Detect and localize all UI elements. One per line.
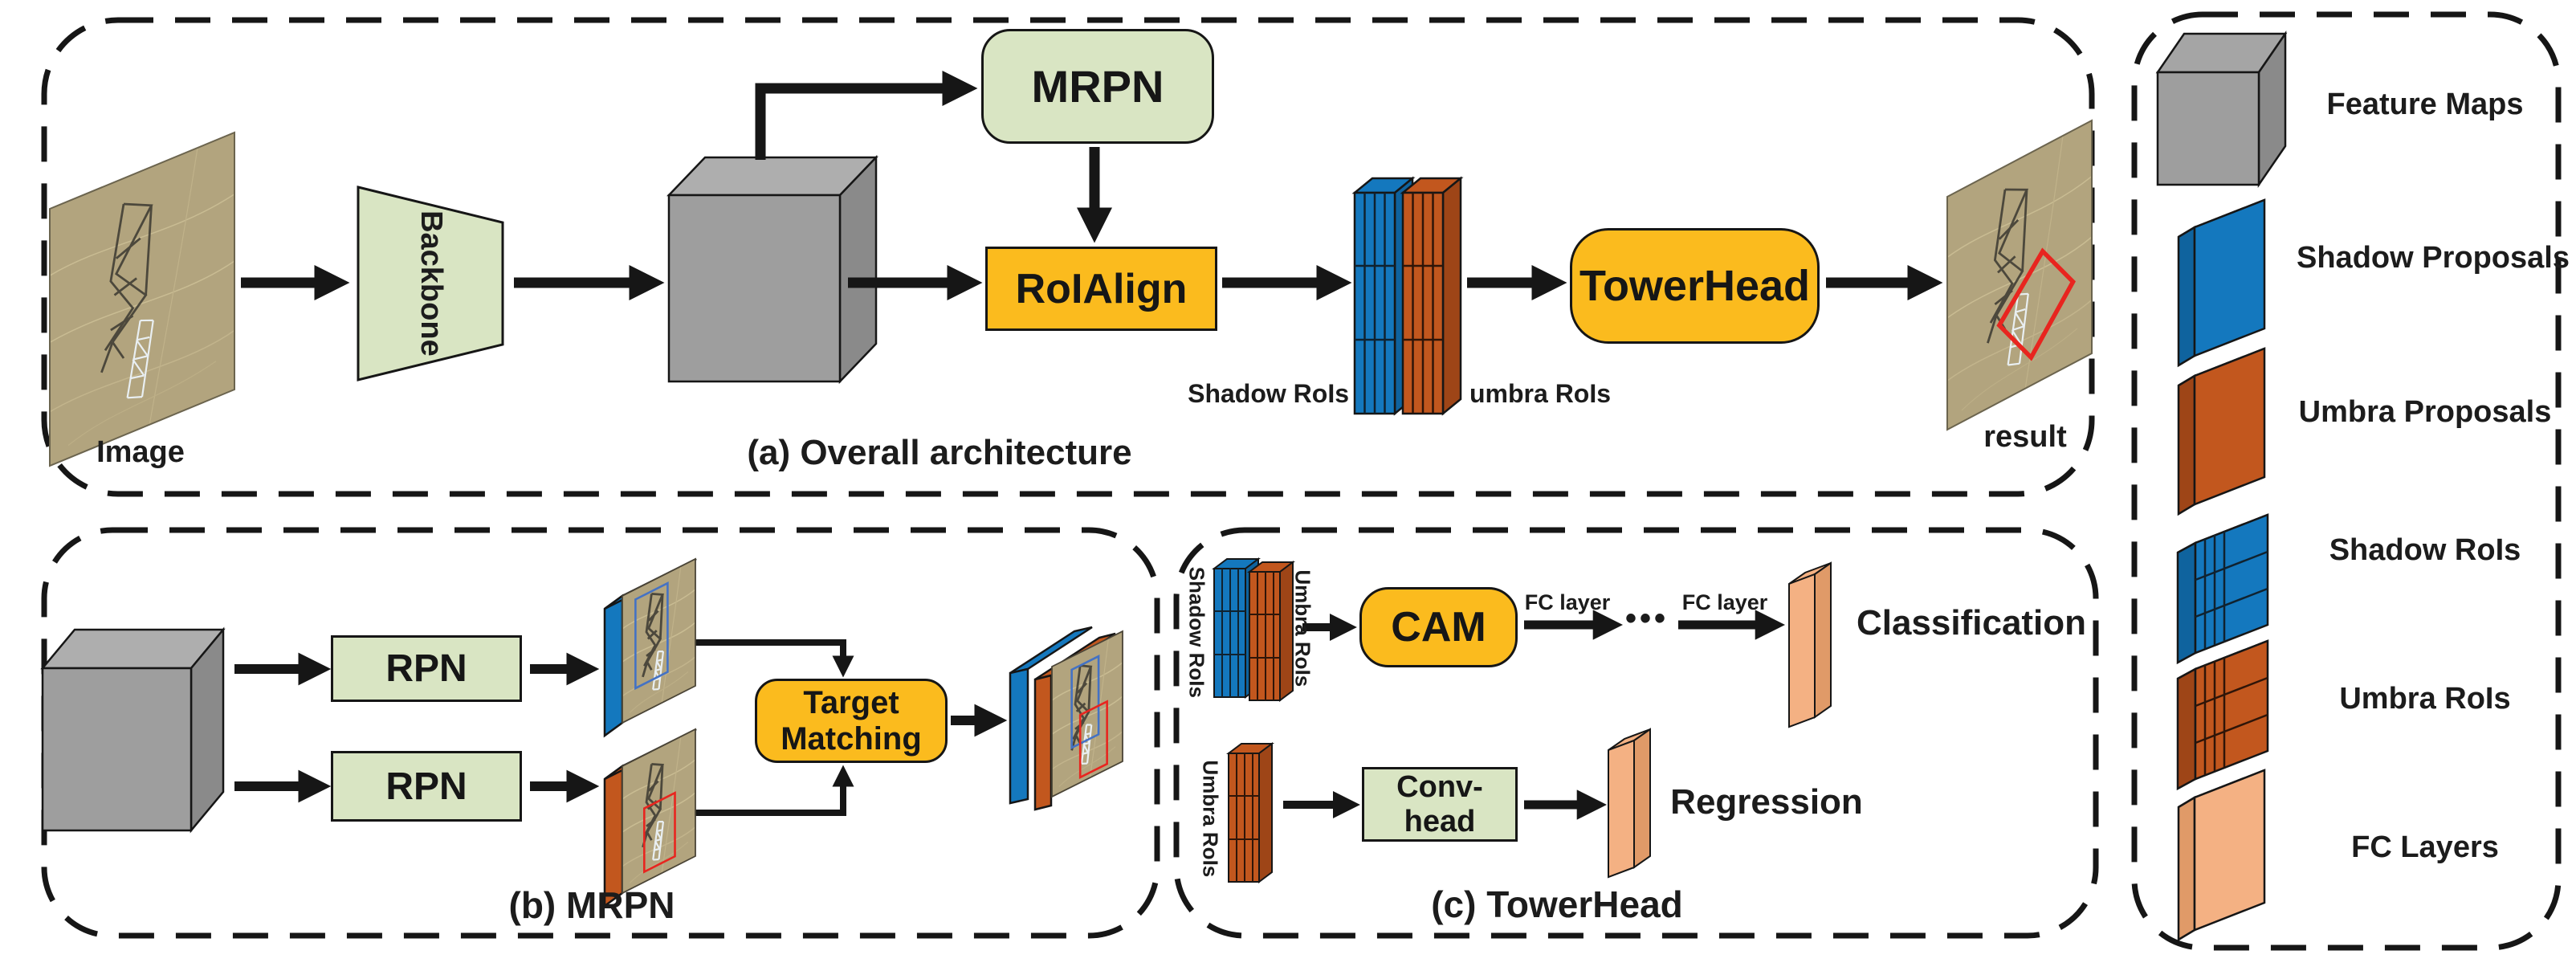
cam-box: CAM [1359,587,1518,667]
umbra-proposal-red-box [644,793,675,871]
umbra-rois-slab-c [1247,561,1295,702]
rpn-top-box: RPN [331,635,522,702]
fc-slab-classification [1788,561,1832,728]
legend-border [2131,11,2562,951]
towerhead-box: TowerHead [1570,228,1820,344]
fc-ellipsis: ••• [1624,601,1669,636]
input-image-outline [49,131,235,467]
fc-slab-regression [1608,728,1651,879]
legend-label-shadow-rois: Shadow RoIs [2329,533,2521,567]
result-image [1947,120,2092,430]
legend-umbra-rois-icon [2176,639,2269,791]
panel-c-arrows [1283,610,1786,820]
legend-label-fc-layers: FC Layers [2351,830,2499,864]
fc-layer-left-label: FC layer [1524,590,1611,614]
arrow-cube-to-mrpn [755,70,978,160]
umbra-rois-label-a: umbra RoIs [1469,379,1612,408]
umbra-proposal-image [603,729,696,908]
conv-head-box: Conv-head [1362,767,1518,842]
backbone-trapezoid [357,186,504,381]
fc-layer-right-label: FC layer [1681,590,1768,614]
roialign-label: RoIAlign [1015,265,1188,312]
panel-b-elbow-arrows [695,639,854,816]
cam-label: CAM [1391,604,1486,651]
rpn-bottom-box: RPN [331,751,522,822]
elbow-shadow-to-tm [695,639,854,678]
legend-shadow-proposals-icon [2177,198,2266,368]
panel-c-caption: (c) TowerHead [1431,883,1683,925]
umbra-rois-vertical-label: Umbra RoIs [1290,569,1315,687]
panel-b-arrows [234,652,1008,803]
panel-b-border [41,527,1160,939]
shadow-proposal-image [603,559,696,738]
towerhead-label: TowerHead [1579,262,1811,310]
input-image-label: Image [96,435,185,469]
legend-label-shadow-proposals: Shadow Proposals [2297,241,2570,275]
legend-feature-maps-icon [2155,30,2288,189]
shadow-proposal-blue-box [635,583,667,688]
target-matching-label: Target Matching [781,684,922,757]
panel-b-caption: (b) MRPN [508,884,675,926]
merged-blue-box [1072,656,1098,748]
roialign-box: RoIAlign [985,247,1217,331]
result-label: result [1983,420,2067,454]
backbone-label: Backbone [414,210,448,357]
elbow-umbra-to-tm [695,765,854,816]
mrpn-box: MRPN [981,29,1214,144]
rpn-bottom-label: RPN [385,765,467,808]
umbra-rois-bottom-vertical-label: Umbra RoIs [1198,760,1223,878]
merged-red-box [1080,701,1107,777]
cube-side-face [838,154,878,385]
panel-c-border [1173,527,2099,939]
merged-proposals-stack [1009,626,1123,811]
feature-map-cube-a [666,154,878,385]
umbra-rois-slab-a [1400,176,1464,416]
legend-umbra-proposals-icon [2177,347,2266,516]
mrpn-label: MRPN [1031,61,1164,112]
umbra-rois-slab-c-bottom [1226,742,1274,883]
legend-shadow-rois-icon [2176,513,2269,665]
result-image-outline [1946,119,2093,431]
legend-label-umbra-rois: Umbra RoIs [2339,682,2511,716]
panel-a-arrows [241,70,1943,301]
legend-label-feature-maps: Feature Maps [2326,88,2524,121]
shadow-rois-label-a: Shadow RoIs [1188,379,1349,408]
panel-a-caption: (a) Overall architecture [747,433,1132,472]
conv-head-label: Conv-head [1396,769,1483,838]
target-matching-box: Target Matching [755,679,948,763]
detection-red-box [1999,235,2073,374]
rpn-top-label: RPN [385,647,467,690]
shadow-rois-vertical-label: Shadow RoIs [1184,566,1209,698]
legend-label-umbra-proposals: Umbra Proposals [2298,395,2552,429]
legend-fc-layers-icon [2177,769,2266,942]
regression-label: Regression [1670,782,1863,822]
feature-map-cube-b [40,626,226,834]
cube-front-face [667,194,842,383]
classification-label: Classification [1856,603,2087,643]
input-image [50,133,234,466]
